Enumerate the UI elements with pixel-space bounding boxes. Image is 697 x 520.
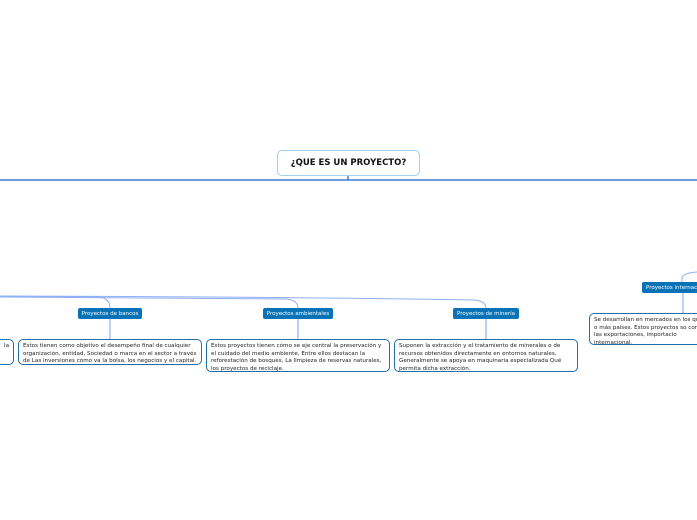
card-text: Estos proyectos tienen cómo se eje centr… bbox=[211, 343, 382, 372]
card-text: la bbox=[4, 343, 9, 349]
partial-card[interactable]: la bbox=[0, 339, 14, 365]
topic-mineria[interactable]: Proyectos de minería bbox=[453, 308, 519, 319]
topic-ambientales[interactable]: Proyectos ambientales bbox=[263, 308, 333, 319]
branch-mineria bbox=[0, 295, 487, 309]
branch-internacionales bbox=[681, 271, 697, 282]
card-internacionales[interactable]: Se desarrollan en mercados en los qu dos… bbox=[589, 313, 697, 345]
card-ambientales[interactable]: Estos proyectos tienen cómo se eje centr… bbox=[206, 339, 390, 372]
branch-bancos bbox=[0, 296, 111, 309]
branch-ambientales bbox=[0, 296, 299, 309]
central-topic[interactable]: ¿QUE ES UN PROYECTO? bbox=[277, 150, 420, 176]
topic-bancos[interactable]: Proyectos de bancos bbox=[78, 308, 142, 319]
topic-internacionales[interactable]: Proyectos internac bbox=[642, 282, 697, 293]
card-text: Estos tienen como objetivo el desempeño … bbox=[23, 343, 197, 365]
card-text: Suponen la extracción y el tratamiento d… bbox=[399, 343, 562, 372]
card-bancos[interactable]: Estos tienen como objetivo el desempeño … bbox=[18, 339, 202, 365]
card-mineria[interactable]: Suponen la extracción y el tratamiento d… bbox=[394, 339, 578, 372]
card-text: Se desarrollan en mercados en los qu dos… bbox=[594, 317, 697, 345]
